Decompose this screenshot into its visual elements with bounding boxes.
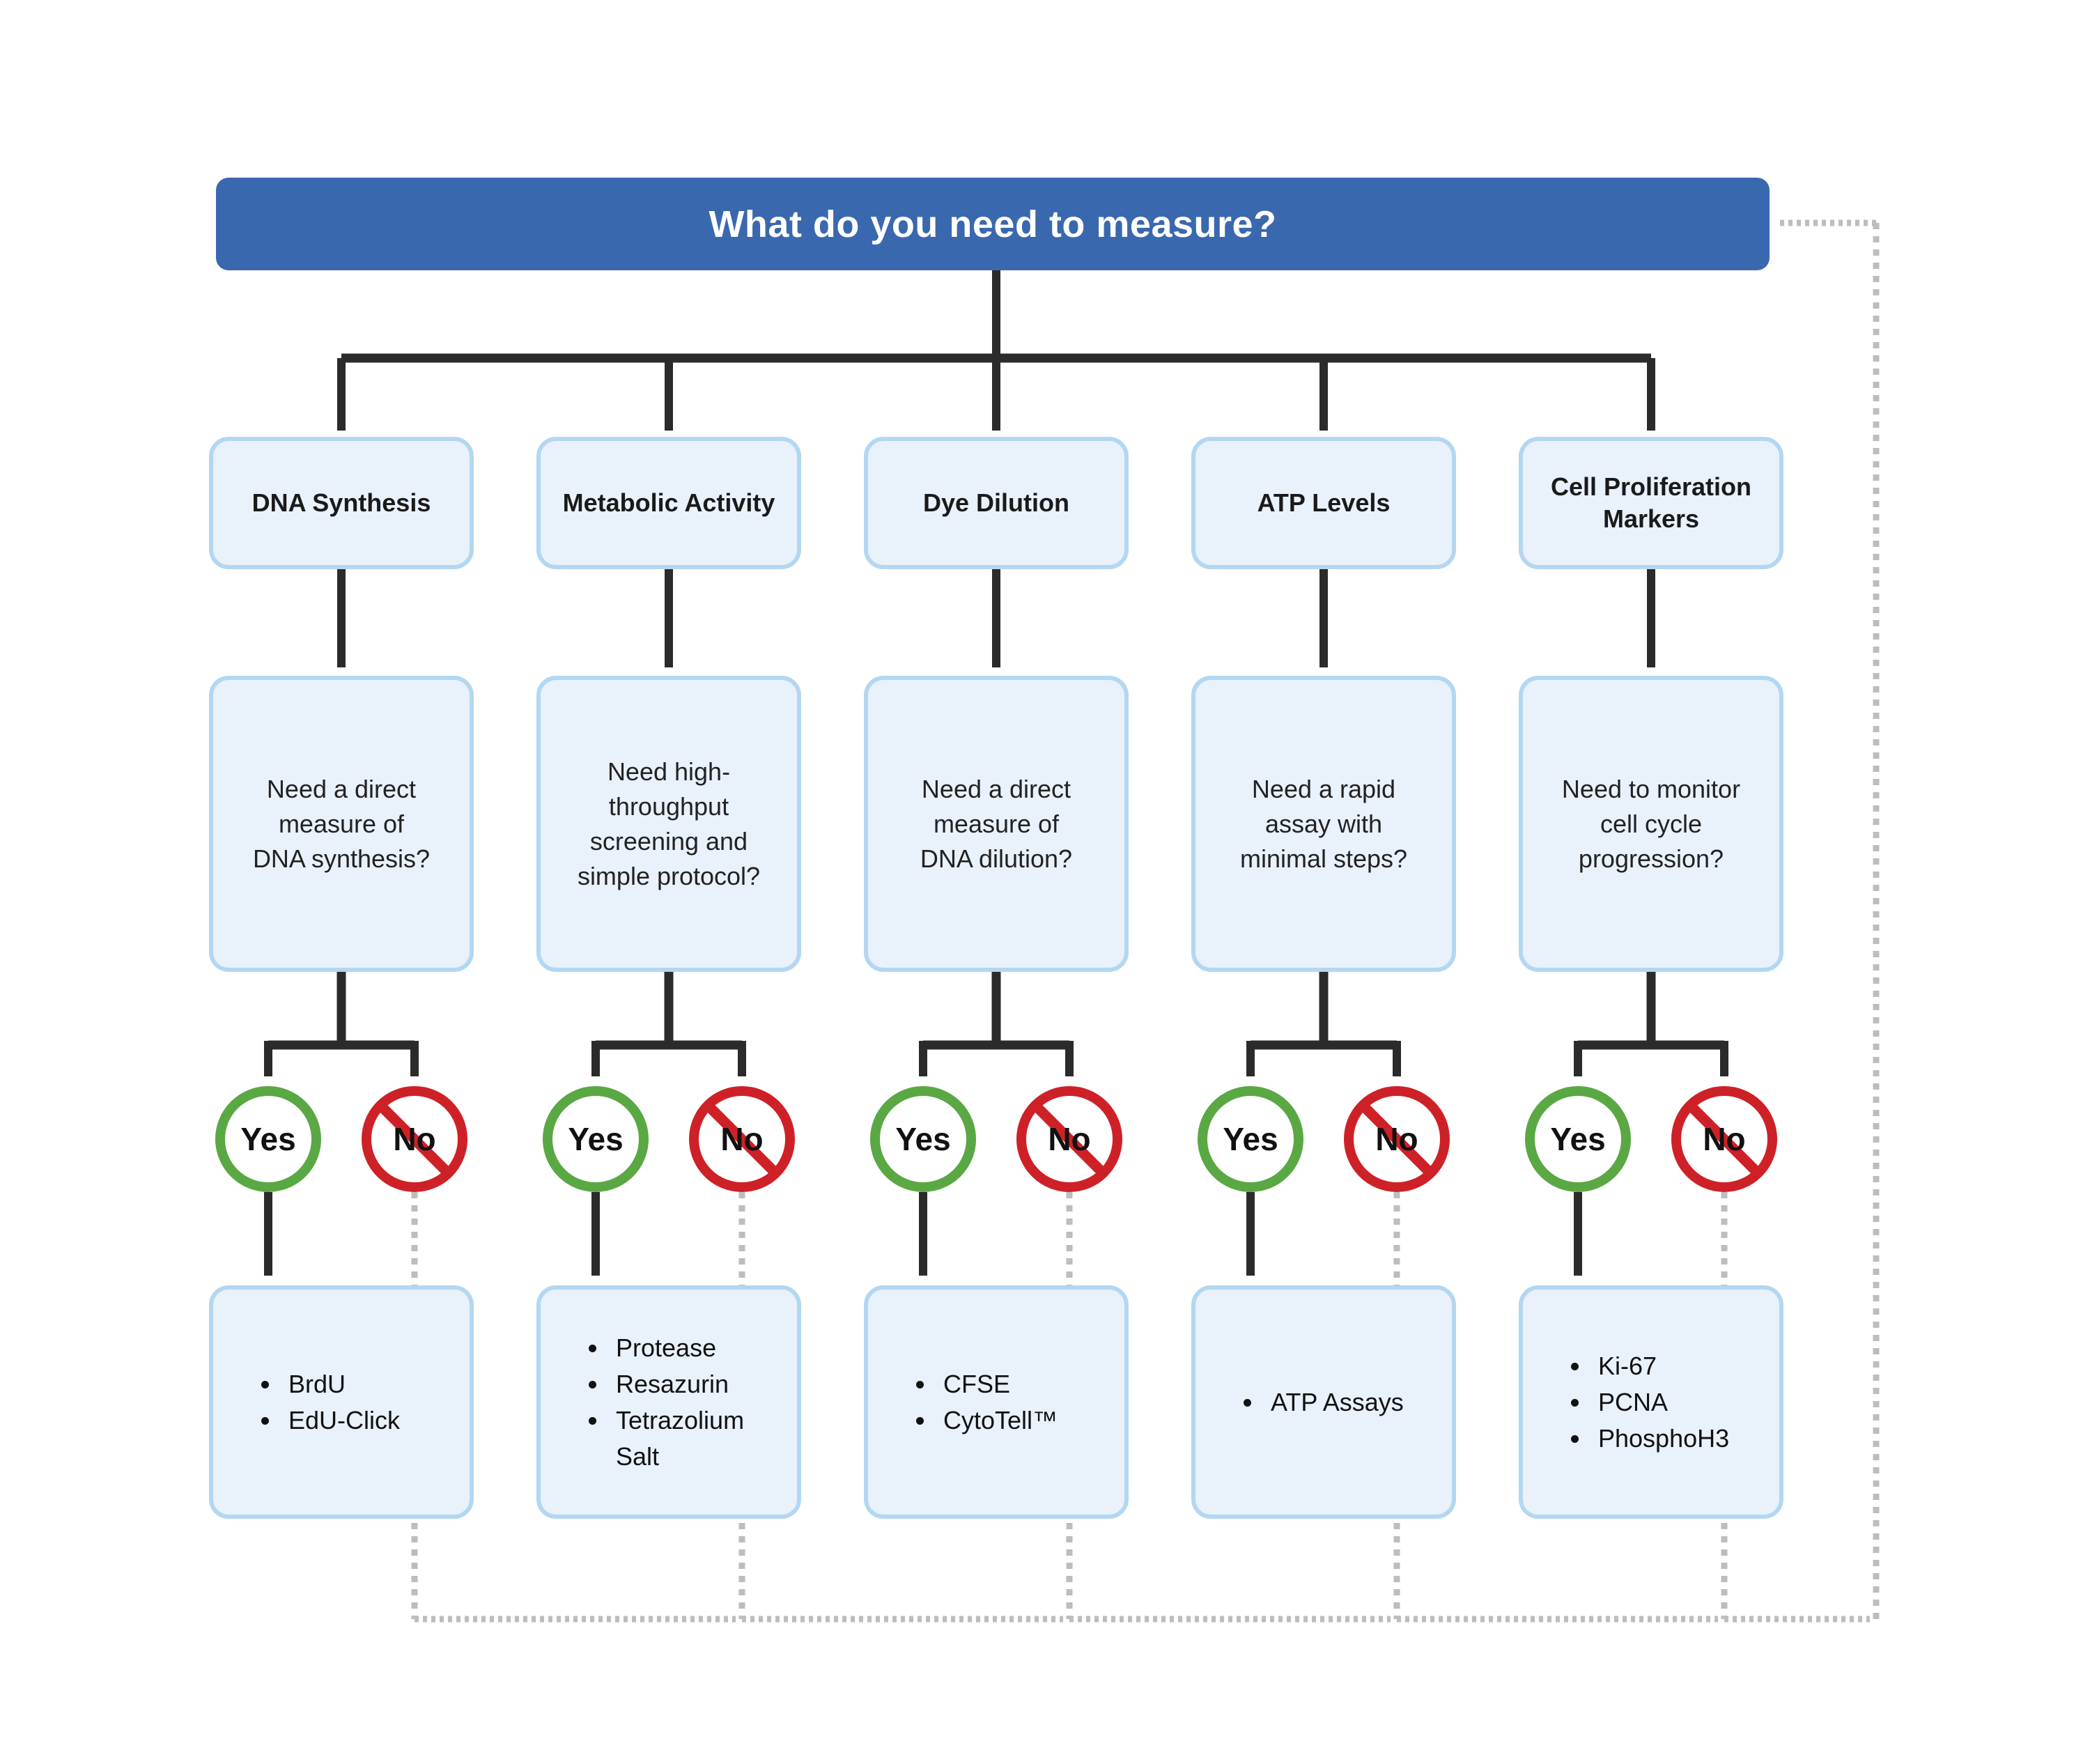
category-label: Cell Proliferation Markers: [1550, 472, 1752, 533]
result-item: Ki-67: [1591, 1348, 1729, 1384]
question-text: Need a rapid assay with minimal steps?: [1239, 774, 1408, 873]
category-metabolic-activity: Metabolic Activity: [536, 437, 801, 569]
results-dye-dilution: CFSE CytoTell™: [864, 1285, 1129, 1519]
split-col2: [596, 972, 742, 1050]
no-label: No: [720, 1121, 764, 1157]
question-atp-levels: Need a rapid assay with minimal steps?: [1191, 676, 1456, 972]
results-list: Protease Resazurin Tetrazolium Salt: [541, 1330, 797, 1475]
yes-label: Yes: [1223, 1121, 1278, 1157]
category-label: ATP Levels: [1257, 488, 1391, 517]
yes-circle-icon: Yes: [543, 1086, 649, 1192]
result-item: CytoTell™: [936, 1402, 1058, 1439]
question-metabolic-activity: Need high- throughput screening and simp…: [536, 676, 801, 972]
category-label: Metabolic Activity: [562, 488, 775, 517]
no-label: No: [1375, 1121, 1418, 1157]
title-banner: What do you need to measure?: [216, 178, 1770, 270]
result-item: PCNA: [1591, 1384, 1729, 1421]
result-item: BrdU: [281, 1366, 400, 1402]
question-dye-dilution: Need a direct measure of DNA dilution?: [864, 676, 1129, 972]
category-dna-synthesis: DNA Synthesis: [209, 437, 474, 569]
yes-circle-icon: Yes: [1525, 1086, 1631, 1192]
results-atp-levels: ATP Assays: [1191, 1285, 1456, 1519]
no-label: No: [1703, 1121, 1746, 1157]
no-prohibition-icon: No: [362, 1086, 467, 1192]
category-cell-proliferation-markers: Cell Proliferation Markers: [1519, 437, 1783, 569]
category-atp-levels: ATP Levels: [1191, 437, 1456, 569]
split-col5: [1578, 972, 1724, 1050]
yes-circle-icon: Yes: [870, 1086, 976, 1192]
question-dna-synthesis: Need a direct measure of DNA synthesis?: [209, 676, 474, 972]
question-text: Need to monitor cell cycle progression?: [1561, 774, 1741, 873]
category-dye-dilution: Dye Dilution: [864, 437, 1129, 569]
title-text: What do you need to measure?: [709, 203, 1277, 245]
yes-circle-icon: Yes: [1198, 1086, 1303, 1192]
results-list: ATP Assays: [1195, 1384, 1415, 1421]
result-item: PhosphoH3: [1591, 1421, 1729, 1457]
no-prohibition-icon: No: [1671, 1086, 1777, 1192]
question-cell-proliferation-markers: Need to monitor cell cycle progression?: [1519, 676, 1783, 972]
no-label: No: [1048, 1121, 1091, 1157]
question-text: Need a direct measure of DNA dilution?: [920, 774, 1073, 873]
yes-label: Yes: [240, 1121, 296, 1157]
no-prohibition-icon: No: [1344, 1086, 1450, 1192]
yes-label: Yes: [1550, 1121, 1606, 1157]
results-cell-proliferation-markers: Ki-67 PCNA PhosphoH3: [1519, 1285, 1783, 1519]
category-label: Dye Dilution: [922, 488, 1069, 517]
yes-label: Yes: [568, 1121, 624, 1157]
question-text: Need a direct measure of DNA synthesis?: [252, 774, 431, 873]
results-list: BrdU EdU-Click: [213, 1366, 411, 1439]
results-dna-synthesis: BrdU EdU-Click: [209, 1285, 474, 1519]
split-col4: [1251, 972, 1397, 1050]
no-prohibition-icon: No: [689, 1086, 795, 1192]
split-col3: [923, 972, 1069, 1050]
split-col1: [268, 972, 415, 1050]
no-label: No: [393, 1121, 436, 1157]
result-item: CFSE: [936, 1366, 1058, 1402]
no-prohibition-icon: No: [1016, 1086, 1122, 1192]
result-item: ATP Assays: [1264, 1384, 1404, 1421]
results-list: CFSE CytoTell™: [868, 1366, 1069, 1439]
question-text: Need high- throughput screening and simp…: [577, 757, 761, 890]
yes-circle-icon: Yes: [215, 1086, 321, 1192]
category-label: DNA Synthesis: [251, 488, 431, 517]
result-item: Protease: [609, 1330, 786, 1366]
result-item: Tetrazolium Salt: [609, 1402, 786, 1475]
results-metabolic-activity: Protease Resazurin Tetrazolium Salt: [536, 1285, 801, 1519]
result-item: EdU-Click: [281, 1402, 400, 1439]
result-item: Resazurin: [609, 1366, 786, 1402]
yes-label: Yes: [895, 1121, 951, 1157]
results-list: Ki-67 PCNA PhosphoH3: [1523, 1348, 1740, 1457]
